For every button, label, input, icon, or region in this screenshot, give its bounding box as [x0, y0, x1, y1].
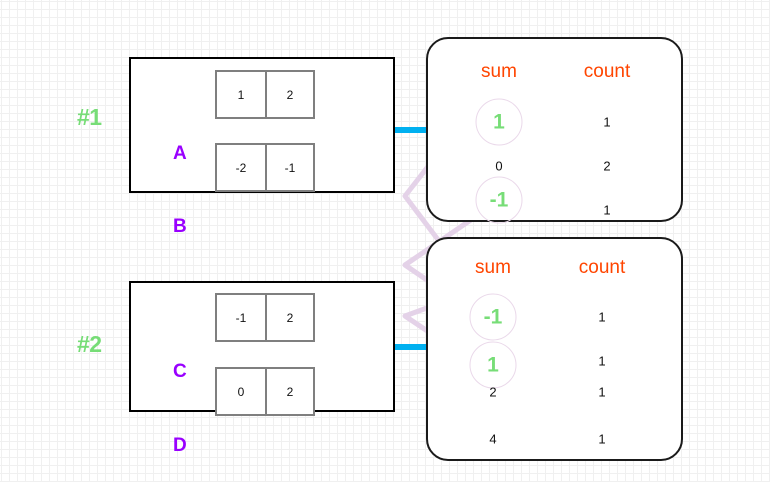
aggregation-panel-bottom: sum count -1 1 1 1 2 1 4 1	[426, 237, 683, 461]
sum-value-top-0: 1	[475, 98, 523, 146]
cell-A-1: 2	[264, 72, 313, 117]
count-value-bottom-0: 1	[598, 309, 606, 325]
sum-value-top-2: -1	[475, 176, 523, 224]
row-letter-B: B	[173, 216, 187, 237]
count-value-top-2: 1	[603, 202, 611, 218]
cell-C-0: -1	[235, 310, 247, 325]
cell-table-B: -2 -1	[215, 143, 315, 192]
row-letter-A: A	[173, 143, 187, 164]
count-value-bottom-2: 1	[598, 384, 606, 400]
cell-B-1: -1	[264, 145, 313, 190]
sum-value-top-1: 0	[495, 158, 503, 174]
source-box-group-1: A 1 2 B -2 -1	[129, 57, 395, 237]
column-header-count-top: count	[583, 61, 631, 82]
cell-B-0: -2	[235, 160, 247, 175]
cell-C-1: 2	[264, 295, 313, 340]
cell-table-A: 1 2	[215, 70, 315, 119]
source-box-group-2: C -1 2 D 0 2	[129, 281, 395, 456]
count-value-bottom-3: 1	[598, 431, 606, 447]
sum-value-bottom-0: -1	[469, 293, 517, 341]
aggregation-panel-top: sum count 1 1 0 2 -1 1	[426, 37, 683, 224]
cell-table-C: -1 2	[215, 293, 315, 342]
column-header-count-bottom: count	[578, 257, 626, 278]
count-value-bottom-1: 1	[598, 353, 606, 369]
cell-table-D: 0 2	[215, 367, 315, 416]
group-label-1: #1	[77, 104, 102, 130]
row-letter-C: C	[173, 361, 187, 382]
column-header-sum-bottom: sum	[475, 257, 511, 278]
sum-value-bottom-3: 4	[489, 431, 497, 447]
group-label-2: #2	[77, 331, 102, 357]
column-header-sum-top: sum	[481, 61, 517, 82]
sum-value-bottom-2: 2	[489, 384, 497, 400]
sum-value-bottom-1: 1	[469, 341, 517, 389]
cell-D-0: 0	[237, 384, 245, 399]
cell-D-1: 2	[264, 369, 313, 414]
count-value-top-0: 1	[603, 114, 611, 130]
row-letter-D: D	[173, 435, 187, 456]
cell-A-0: 1	[237, 87, 245, 102]
count-value-top-1: 2	[603, 158, 611, 174]
